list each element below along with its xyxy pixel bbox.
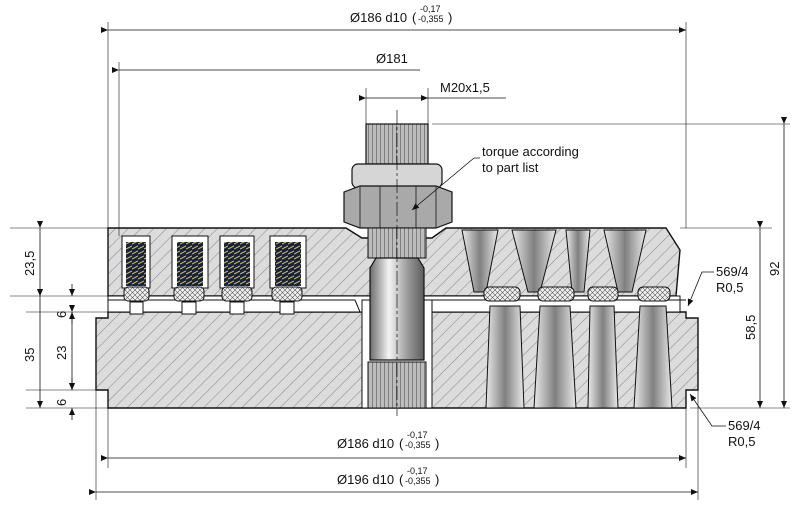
callout-seal-top-radius: R0,5 (716, 280, 743, 295)
svg-text:(: ( (399, 472, 404, 487)
spring-3 (219, 235, 255, 315)
dim-d186-top-tol-lower: -0,355 (418, 14, 444, 24)
spring-set (121, 235, 307, 315)
dim-h58-5-label: 58,5 (743, 315, 758, 340)
svg-text:): ) (435, 472, 439, 487)
dim-thread-label: M20x1,5 (440, 80, 490, 95)
dim-d186-bottom-tol-upper: -0,17 (407, 430, 428, 440)
dim-d196-tol-upper: -0,17 (407, 466, 428, 476)
dim-d186-bottom-tol-lower: -0,355 (405, 440, 431, 450)
dim-d186-top-tol-upper: -0,17 (420, 4, 441, 14)
dim-d196-tol-lower: -0,355 (405, 476, 431, 486)
spring-1 (121, 235, 151, 315)
center-bolt (343, 110, 453, 416)
dimension-lines (10, 22, 790, 500)
cone-bores (461, 229, 673, 409)
dim-h6-top-label: 6 (54, 311, 69, 318)
callout-seal-top-code: 569/4 (716, 264, 749, 279)
svg-text:): ) (435, 436, 439, 451)
dim-d196-label: Ø196 d10 (337, 472, 394, 487)
dimension-labels: Ø186 d10 ( -0,17 -0,355 ) Ø181 M20x1,5 Ø… (22, 4, 782, 487)
callout-seal-bottom-code: 569/4 (728, 418, 761, 433)
dim-h35-label: 35 (22, 348, 37, 362)
dim-h23-label: 23 (54, 346, 69, 360)
callout-torque-line1: torque according (482, 144, 579, 159)
spring-2 (171, 235, 209, 315)
dim-d181-label: Ø181 (376, 51, 408, 66)
callout-torque-line2: to part list (482, 160, 539, 175)
svg-text:(: ( (412, 10, 417, 25)
dim-d186-top-label: Ø186 d10 (350, 10, 407, 25)
callout-seal-bottom-radius: R0,5 (728, 434, 755, 449)
spring-4 (269, 235, 307, 315)
dim-h6-bottom-label: 6 (54, 399, 69, 406)
dim-d186-bottom-label: Ø186 d10 (337, 436, 394, 451)
dim-h23-5-label: 23,5 (22, 251, 37, 276)
svg-text:): ) (448, 10, 452, 25)
svg-text:(: ( (399, 436, 404, 451)
dim-h92-label: 92 (767, 262, 782, 276)
